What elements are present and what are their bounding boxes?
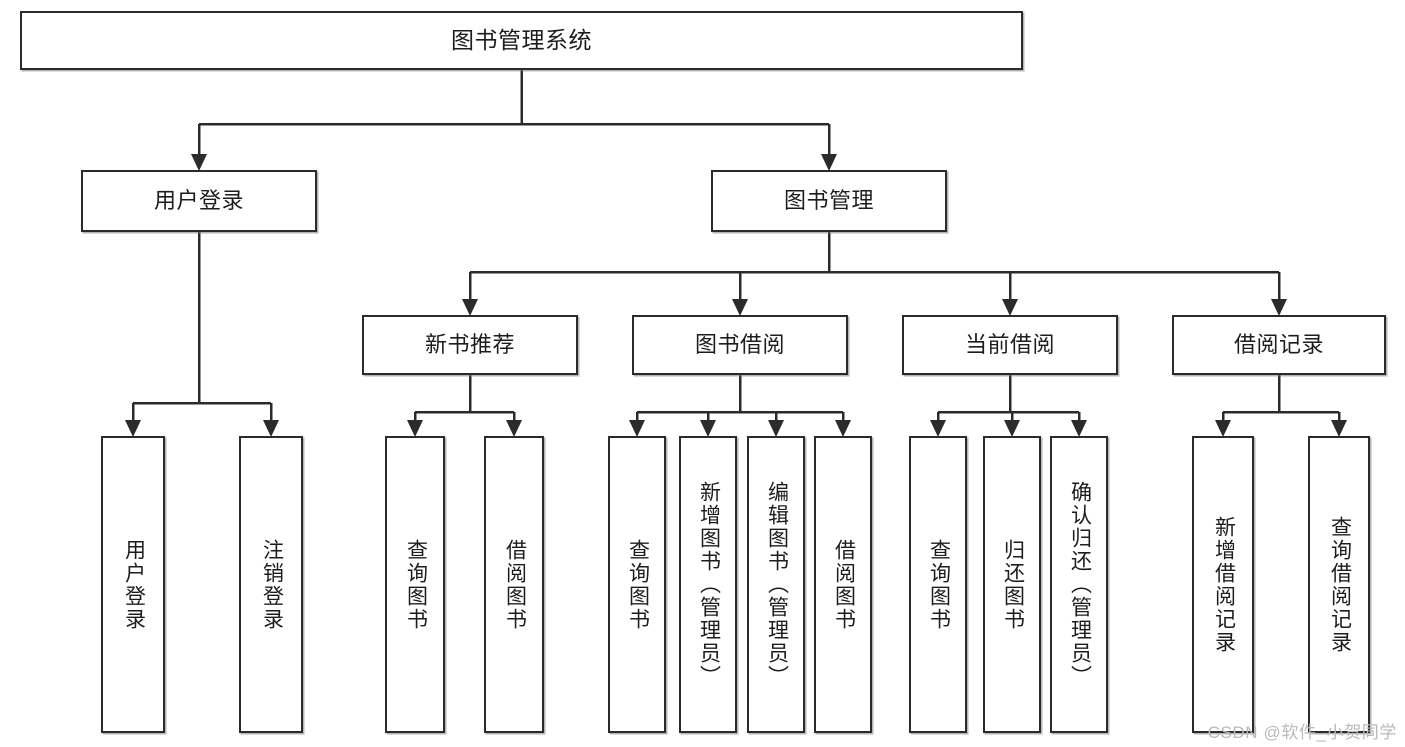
node-label: 图书管理	[783, 188, 874, 214]
node-label: 当前借阅	[964, 332, 1055, 358]
node-login-user[interactable]: 用户登录	[101, 436, 165, 733]
node-root[interactable]: 图书管理系统	[20, 11, 1023, 70]
node-cur-query[interactable]: 查询图书	[909, 436, 967, 733]
node-label: 新增借阅记录	[1212, 515, 1236, 654]
node-label: 查询借阅记录	[1328, 515, 1352, 654]
node-rec-add[interactable]: 新增借阅记录	[1192, 436, 1254, 733]
node-br-add[interactable]: 新增图书（管理员）	[679, 436, 737, 733]
node-records[interactable]: 借阅记录	[1172, 315, 1386, 375]
node-br-query[interactable]: 查询图书	[608, 436, 666, 733]
node-label: 查询图书	[404, 538, 428, 631]
node-label: 查询图书	[927, 538, 951, 631]
node-label: 借阅图书	[503, 538, 527, 631]
node-bookmgmt[interactable]: 图书管理	[711, 170, 947, 232]
node-label: 借阅图书	[832, 538, 856, 631]
node-label: 借阅记录	[1233, 332, 1324, 358]
node-label: 注销登录	[260, 538, 284, 631]
node-label: 图书管理系统	[451, 26, 592, 53]
node-rec-query[interactable]: 查询借阅记录	[1308, 436, 1370, 733]
node-label: 新书推荐	[424, 332, 515, 358]
node-newbook[interactable]: 新书推荐	[362, 315, 578, 375]
node-login[interactable]: 用户登录	[81, 170, 317, 232]
node-label: 用户登录	[153, 188, 244, 214]
node-new-query[interactable]: 查询图书	[385, 436, 445, 733]
node-borrow[interactable]: 图书借阅	[632, 315, 848, 375]
watermark: CSDN @软件_小贺同学	[1207, 723, 1397, 742]
node-br-borrow[interactable]: 借阅图书	[814, 436, 872, 733]
node-label: 查询图书	[626, 538, 650, 631]
node-login-out[interactable]: 注销登录	[239, 436, 303, 733]
node-new-borrow[interactable]: 借阅图书	[484, 436, 544, 733]
node-cur-return[interactable]: 归还图书	[983, 436, 1041, 733]
node-label: 编辑图书（管理员）	[765, 481, 789, 688]
node-label: 新增图书（管理员）	[697, 481, 721, 688]
node-br-edit[interactable]: 编辑图书（管理员）	[747, 436, 805, 733]
node-current[interactable]: 当前借阅	[902, 315, 1118, 375]
node-label: 归还图书	[1001, 538, 1025, 631]
node-label: 确认归还（管理员）	[1068, 481, 1092, 688]
node-cur-confirm[interactable]: 确认归还（管理员）	[1050, 436, 1108, 733]
node-label: 用户登录	[122, 538, 146, 631]
node-label: 图书借阅	[694, 332, 785, 358]
